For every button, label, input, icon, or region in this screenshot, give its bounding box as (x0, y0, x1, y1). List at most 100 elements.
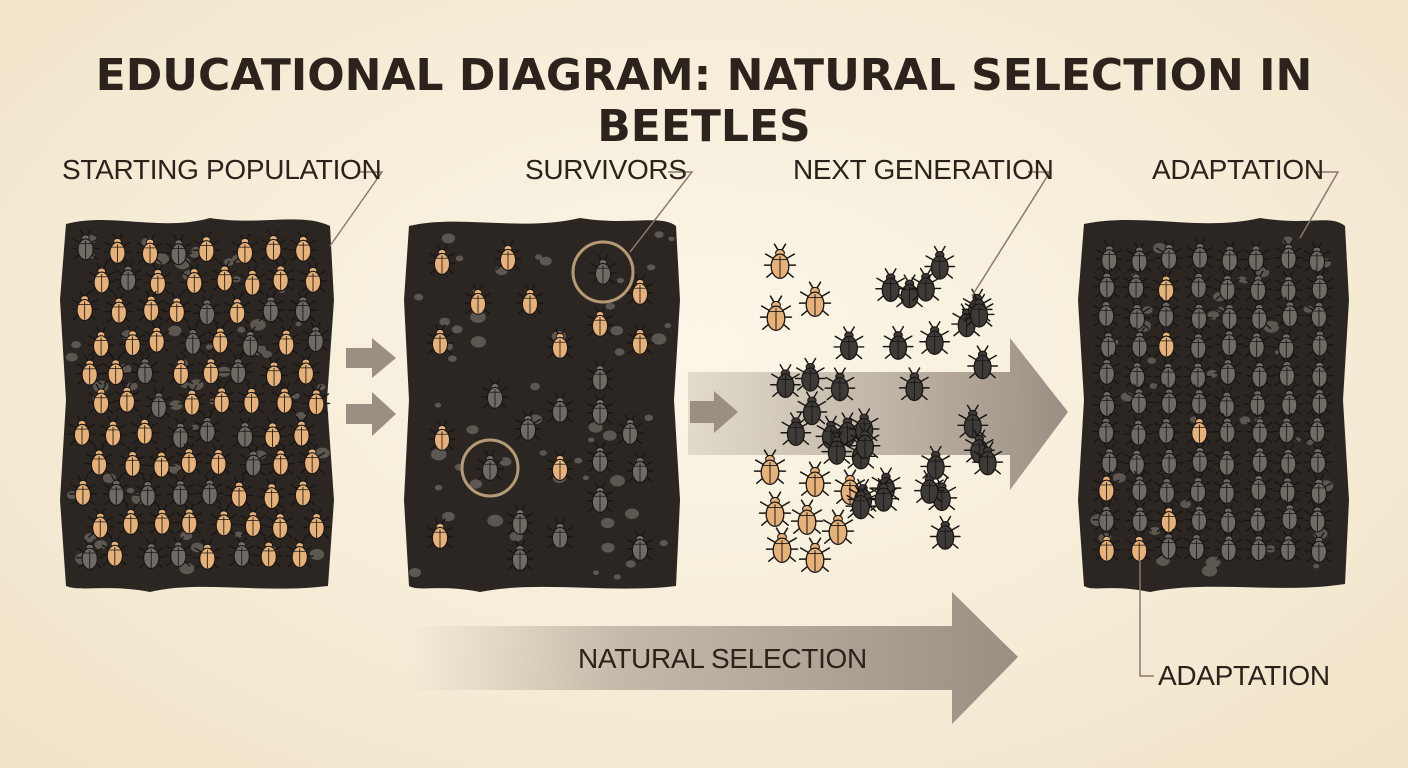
pebble (451, 325, 463, 334)
beetle-icon (426, 518, 454, 549)
beetle-icon (166, 354, 195, 386)
beetle-icon (1184, 328, 1213, 360)
beetle-icon (626, 452, 654, 483)
beetle-icon (1243, 501, 1272, 533)
pebble (1153, 243, 1167, 254)
beetle-icon (193, 294, 221, 326)
beetle-icon (1274, 271, 1303, 302)
pebble (1306, 439, 1314, 446)
beetle-icon (1214, 502, 1243, 534)
beetle-icon (223, 293, 252, 325)
beetle-icon (833, 326, 865, 361)
beetle-icon (765, 527, 799, 563)
beetle-icon (546, 328, 574, 359)
beetle-icon (192, 231, 221, 263)
beetle-icon (586, 394, 614, 425)
beetle-icon (104, 292, 133, 324)
pebble (625, 508, 639, 519)
beetle-icon (142, 321, 171, 353)
beetle-icon (1305, 384, 1334, 415)
beetle-icon (898, 367, 930, 402)
pebble (434, 402, 441, 408)
beetle-icon (174, 443, 203, 475)
label-adaptation: ADAPTATION (1152, 154, 1324, 185)
beetle-icon (116, 504, 145, 536)
beetle-icon (1273, 356, 1301, 387)
beetle-icon (266, 508, 295, 540)
beetle-icon (85, 444, 114, 476)
beetle-icon (239, 506, 267, 538)
pebble (1180, 500, 1191, 509)
pebble (191, 424, 199, 430)
beetle-icon (1095, 240, 1124, 272)
beetle-icon (428, 244, 456, 275)
beetle-icon (796, 391, 828, 426)
beetle-icon (143, 264, 172, 295)
beetle-icon (225, 476, 254, 508)
label-next-generation: NEXT GENERATION (793, 154, 1054, 185)
beetle-icon (71, 229, 100, 261)
pebble (602, 430, 617, 441)
beetle-icon (206, 322, 235, 354)
beetle-icon (790, 499, 824, 535)
beetle-icon (1305, 269, 1334, 301)
beetle-icon (193, 539, 222, 570)
beetle-icon (821, 509, 855, 545)
pebble (614, 348, 625, 356)
beetle-icon (175, 503, 204, 535)
beetle-icon (798, 537, 832, 573)
beetle-icon (763, 243, 797, 279)
pebble (582, 475, 589, 481)
beetle-icon (114, 260, 143, 292)
beetle-icon (285, 537, 314, 569)
small-arrow-3 (690, 391, 738, 433)
beetle-icon (1185, 238, 1214, 269)
pebble (651, 333, 667, 345)
pebble (588, 437, 595, 443)
pebble (659, 540, 668, 547)
beetle-icon (919, 321, 951, 355)
beetle-icon (514, 410, 542, 441)
beetle-icon (1155, 383, 1184, 415)
beetle-icon (1185, 299, 1213, 330)
pebble (610, 325, 623, 336)
beetle-icon (1213, 354, 1242, 385)
beetle-icon (1245, 357, 1274, 388)
beetle-icon (298, 443, 327, 475)
beetle-icon (1152, 473, 1181, 504)
pebble (414, 293, 424, 301)
pebble (1112, 473, 1126, 483)
beetle-icon (1213, 412, 1242, 444)
natural-selection-arrow (410, 592, 1018, 724)
beetle-icon (1274, 530, 1303, 562)
beetle-icon (239, 445, 268, 477)
beetle-icon (100, 536, 129, 567)
beetle-icon (1095, 443, 1124, 475)
beetle-icon (1184, 472, 1212, 503)
beetle-icon (259, 230, 288, 261)
beetle-icon (1272, 412, 1301, 444)
beetle-icon (1154, 528, 1183, 560)
beetle-icon (546, 450, 574, 481)
pebble (1147, 357, 1156, 364)
beetle-icon (1274, 238, 1303, 270)
beetle-icon (1302, 241, 1331, 273)
beetle-icon (759, 295, 793, 331)
pebble (487, 514, 504, 527)
beetle-icon (266, 260, 295, 292)
beetle-icon (586, 360, 614, 391)
beetle-icon (1154, 502, 1183, 534)
beetle-icon (780, 412, 812, 447)
pebble (430, 448, 447, 461)
pebble (1149, 383, 1158, 389)
beetle-icon (1215, 240, 1244, 272)
beetle-icon (75, 354, 104, 386)
small-arrow-2 (346, 392, 396, 436)
pebble (600, 517, 615, 529)
beetle-icon (1155, 239, 1184, 270)
beetle-icon (920, 445, 952, 480)
beetle-icon (1185, 384, 1214, 416)
beetle-icon (144, 387, 173, 419)
pebble (237, 326, 246, 333)
beetle-icon (1092, 386, 1121, 418)
